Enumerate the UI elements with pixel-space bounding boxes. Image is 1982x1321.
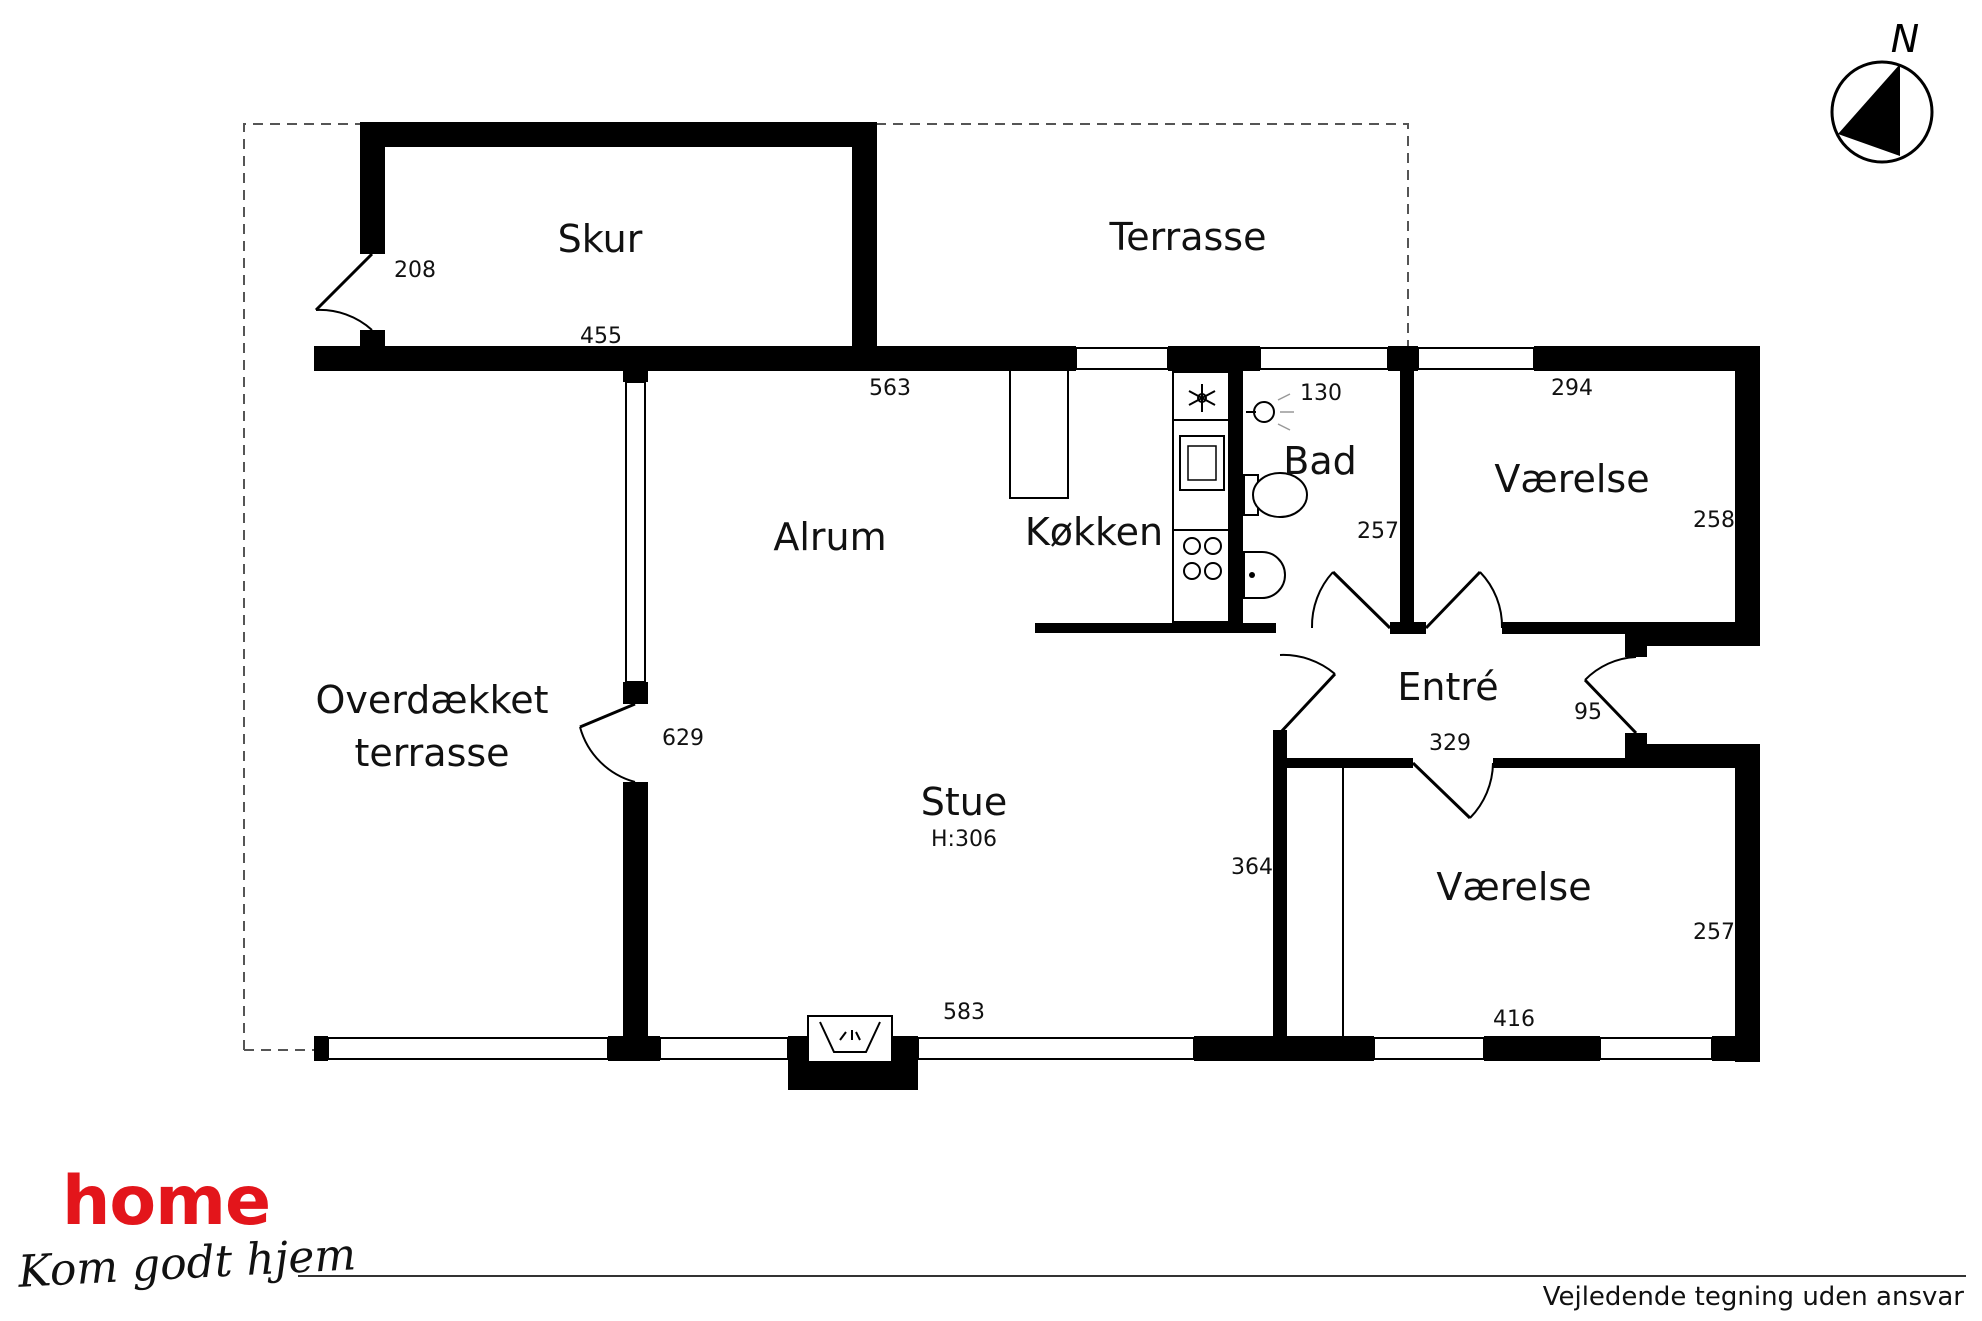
- door-bathroom: [1310, 570, 1392, 630]
- doors: [314, 252, 1638, 820]
- kitchen-fixtures: [1009, 369, 1230, 623]
- room-label-overdaekket: Overdækket: [315, 678, 548, 722]
- dim-vaerelse-bottom-width: 416: [1493, 1007, 1535, 1032]
- room-label-entre: Entré: [1397, 665, 1498, 709]
- dim-bad-depth: 257: [1357, 519, 1399, 544]
- dim-bad-width: 130: [1300, 381, 1342, 406]
- bottom-wall: [314, 1015, 1760, 1090]
- interior-walls: [1035, 370, 1742, 1038]
- room-label-terrasse: Terrasse: [1109, 215, 1267, 259]
- room-label-skur: Skur: [558, 217, 643, 261]
- top-wall: [314, 346, 1760, 371]
- kitchen-sink-icon: [1179, 435, 1225, 491]
- dim-entre-depth: 95: [1574, 700, 1602, 725]
- shed-walls: [360, 122, 877, 352]
- door-shed: [314, 252, 374, 331]
- bathroom-fixtures: [1243, 393, 1308, 599]
- shower-icon: [1246, 393, 1294, 431]
- door-entrance: [1583, 656, 1638, 735]
- dim-skur-depth: 208: [394, 258, 436, 283]
- room-label-vaerelse-top: Værelse: [1494, 457, 1649, 501]
- dim-stue-width: 583: [943, 1000, 985, 1025]
- stove-icon: [1183, 537, 1222, 580]
- toilet-icon: [1243, 472, 1308, 518]
- footer-disclaimer: Vejledende tegning uden ansvar: [1542, 1282, 1964, 1312]
- compass-north-label: N: [1891, 17, 1919, 61]
- dim-stue-depth: 629: [662, 726, 704, 751]
- brand-name: home: [62, 1162, 271, 1241]
- door-bedroom-bottom: [1411, 761, 1494, 820]
- dim-skur-width: 455: [580, 324, 622, 349]
- room-label-koekken: Køkken: [1025, 510, 1163, 554]
- freezer-icon: [1188, 384, 1216, 412]
- room-label-stue: Stue: [921, 780, 1007, 824]
- right-walls: [1625, 346, 1760, 1062]
- room-label-alrum: Alrum: [773, 515, 886, 559]
- dim-vaerelse-bottom-depth: 257: [1693, 920, 1735, 945]
- dim-vaerelse-top-width: 294: [1551, 376, 1593, 401]
- room-label-terrasse-covered: terrasse: [354, 731, 509, 775]
- dim-alrum-width: 563: [869, 376, 911, 401]
- terrace-outlines: [243, 123, 1409, 1051]
- west-glass-wall: [623, 370, 648, 1038]
- stue-ceiling-height: H:306: [931, 827, 997, 852]
- north-compass-icon: N: [1830, 17, 1934, 164]
- room-label-bad: Bad: [1283, 439, 1356, 483]
- room-label-vaerelse-bottom: Værelse: [1436, 865, 1591, 909]
- footer-divider: [298, 1275, 1966, 1277]
- dim-stue-side: 364: [1231, 855, 1273, 880]
- dim-entre-width: 329: [1429, 731, 1471, 756]
- door-bedroom-top: [1424, 570, 1504, 630]
- door-terrace: [579, 702, 636, 783]
- dim-vaerelse-top-depth: 258: [1693, 508, 1735, 533]
- bathroom-sink-icon: [1243, 551, 1286, 599]
- door-living: [1278, 653, 1337, 735]
